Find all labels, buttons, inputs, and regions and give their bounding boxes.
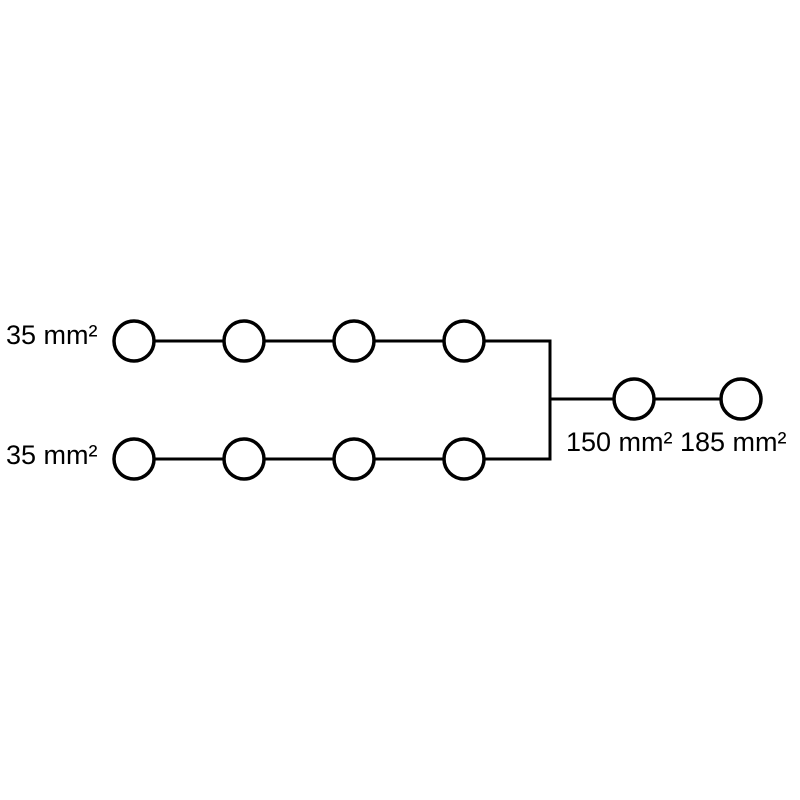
branch-bottom-node-1 (112, 437, 156, 481)
branch-top-node-4 (442, 319, 486, 363)
main-line-label-1: 150 mm² (566, 427, 673, 457)
branch-bottom-label: 35 mm² (6, 440, 98, 470)
branch-bottom-node-2 (222, 437, 266, 481)
main-line-node-2 (719, 377, 763, 421)
branch-top: 35 mm² (6, 319, 550, 363)
branch-top-node-3 (332, 319, 376, 363)
branch-top-node-2 (222, 319, 266, 363)
main-line-label-2: 185 mm² (680, 427, 787, 457)
branch-top-node-1 (112, 319, 156, 363)
main-line-node-1 (612, 377, 656, 421)
branch-bottom: 35 mm² (6, 437, 550, 481)
branch-bottom-node-3 (332, 437, 376, 481)
main-line: 150 mm² 185 mm² (550, 377, 787, 457)
branch-bottom-node-4 (442, 437, 486, 481)
branch-top-label: 35 mm² (6, 320, 98, 350)
